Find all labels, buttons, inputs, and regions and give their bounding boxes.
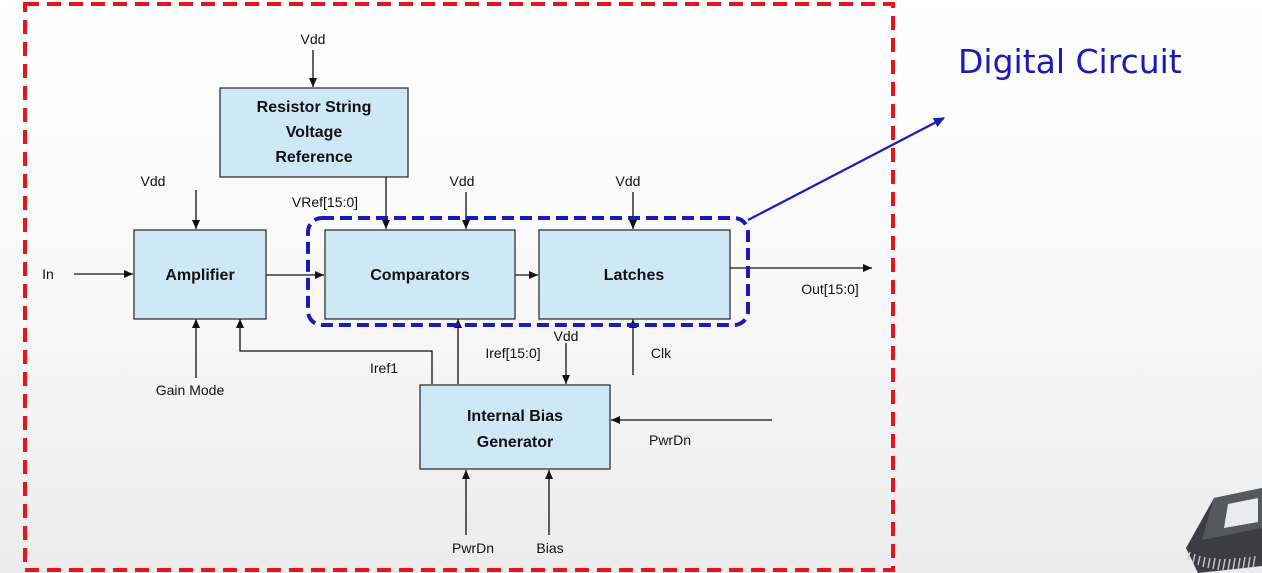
latches-label: Latches xyxy=(604,267,665,284)
bias-label: Bias xyxy=(536,540,563,556)
bias-generator-line-2: Generator xyxy=(477,434,553,451)
digital-circuit-callout: Digital Circuit xyxy=(958,42,1182,81)
vdd-label-comparators: Vdd xyxy=(450,173,475,189)
clock-label: Clk xyxy=(651,345,672,361)
resistor-string-line-2: Voltage xyxy=(286,124,343,141)
analog-section-frame xyxy=(23,2,895,572)
vdd-label-latches: Vdd xyxy=(616,173,641,189)
chip-icon xyxy=(1186,488,1262,573)
block-bias-generator: Internal Bias Generator xyxy=(419,384,611,470)
callout-arrow xyxy=(747,117,945,221)
vref-bus-label: VRef[15:0] xyxy=(292,194,358,210)
iref1-label: Iref1 xyxy=(370,360,398,376)
resistor-string-line-1: Resistor String xyxy=(257,99,372,116)
digital-circuit-region xyxy=(306,216,750,327)
bias-generator-line-1: Internal Bias xyxy=(467,408,563,425)
amplifier-label: Amplifier xyxy=(165,267,234,284)
block-resistor-string: Resistor String Voltage Reference xyxy=(219,87,409,178)
iref-bus-label: Iref[15:0] xyxy=(485,345,540,361)
resistor-string-line-3: Reference xyxy=(275,149,352,166)
powerdown-label-bottom: PwrDn xyxy=(452,540,494,556)
signal-wires xyxy=(74,50,872,535)
input-label: In xyxy=(42,266,54,282)
vdd-label-reference: Vdd xyxy=(301,31,326,47)
vdd-label-bias: Vdd xyxy=(554,328,579,344)
block-latches: Latches xyxy=(538,229,731,320)
gain-mode-label: Gain Mode xyxy=(156,382,225,398)
comparators-label: Comparators xyxy=(370,267,470,284)
vdd-label-amplifier: Vdd xyxy=(141,173,166,189)
output-bus-label: Out[15:0] xyxy=(801,281,859,297)
powerdown-label-right: PwrDn xyxy=(649,432,691,448)
block-comparators: Comparators xyxy=(324,229,516,320)
block-amplifier: Amplifier xyxy=(133,229,267,320)
